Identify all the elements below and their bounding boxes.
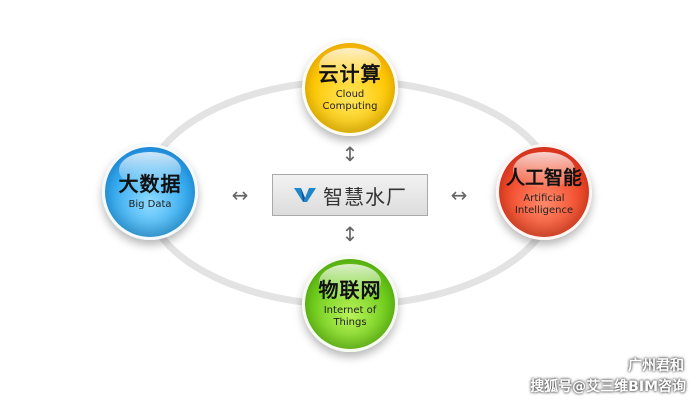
node-internet-of-things: 物联网 Internet of Things	[302, 256, 398, 352]
arrow-up-down-icon: ↕	[341, 142, 359, 166]
watermark-account-name: 广州君和	[628, 358, 684, 374]
brand-logo-icon	[294, 188, 316, 202]
node-subtitle: Internet of	[323, 305, 377, 316]
node-subtitle: Computing	[322, 101, 378, 112]
node-subtitle: Artificial	[523, 193, 565, 204]
node-subtitle: Intelligence	[514, 205, 574, 216]
center-label: 智慧水厂	[323, 184, 407, 209]
node-title: 云计算	[318, 62, 382, 86]
node-title: 大数据	[118, 172, 182, 196]
arrow-left-right-icon: ↔	[231, 183, 249, 207]
node-artificial-intelligence: 人工智能 Artificial Intelligence	[496, 144, 592, 240]
watermark-source: 搜狐号@艾三维BIM咨询	[530, 379, 686, 395]
node-subtitle: Cloud	[335, 89, 365, 100]
wechat-icon	[606, 357, 624, 372]
node-subtitle: Big Data	[128, 199, 172, 210]
node-title: 人工智能	[505, 167, 582, 189]
arrow-left-right-icon: ↔	[450, 183, 468, 207]
watermark-account: 广州君和	[606, 355, 684, 375]
node-title: 物联网	[318, 278, 382, 302]
node-cloud-computing: 云计算 Cloud Computing	[302, 40, 398, 136]
arrow-up-down-icon: ↕	[341, 222, 359, 246]
node-big-data: 大数据 Big Data	[102, 144, 198, 240]
center-label-box: 智慧水厂	[272, 174, 428, 216]
node-subtitle: Things	[333, 317, 367, 328]
